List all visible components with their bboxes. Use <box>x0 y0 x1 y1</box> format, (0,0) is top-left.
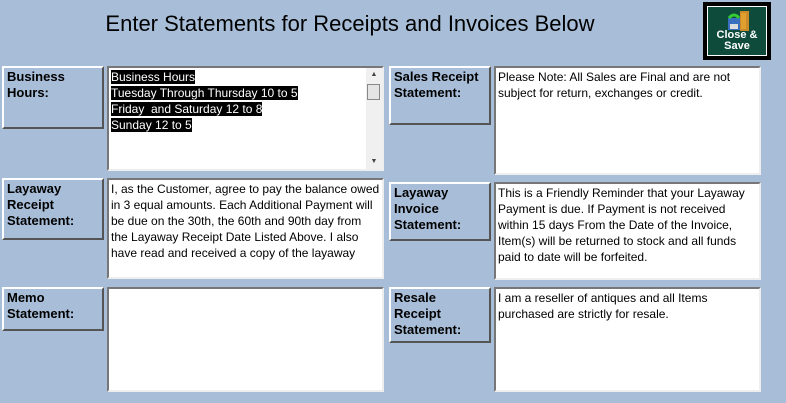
resale-receipt-textarea[interactable]: I am a reseller of antiques and all Item… <box>494 287 761 392</box>
page-title: Enter Statements for Receipts and Invoic… <box>105 11 595 36</box>
vertical-scrollbar[interactable]: ▲ ▼ <box>366 68 382 169</box>
text-line: Friday and Saturday 12 to 8 <box>111 102 263 116</box>
text-line: Tuesday Through Thursday 10 to 5 <box>111 86 298 100</box>
text-line: Business Hours <box>111 70 196 84</box>
close-save-button[interactable]: Close &Save <box>703 2 771 60</box>
text-line: Sunday 12 to 5 <box>111 118 192 132</box>
scroll-down-icon[interactable]: ▼ <box>370 158 378 165</box>
business-hours-textarea[interactable]: Business Hours Tuesday Through Thursday … <box>107 66 384 171</box>
memo-textarea[interactable] <box>107 287 384 392</box>
scroll-up-icon[interactable]: ▲ <box>370 71 378 78</box>
close-save-label: Close & <box>716 29 758 41</box>
layaway-invoice-label: Layaway Invoice Statement: <box>389 182 491 241</box>
sales-receipt-label: Sales Receipt Statement: <box>389 66 491 125</box>
sales-receipt-textarea[interactable]: Please Note: All Sales are Final and are… <box>494 66 761 175</box>
scroll-thumb[interactable] <box>367 84 380 100</box>
layaway-invoice-textarea[interactable]: This is a Friendly Reminder that your La… <box>494 182 761 280</box>
business-hours-label: Business Hours: <box>2 66 104 129</box>
memo-label: Memo Statement: <box>2 287 104 331</box>
resale-receipt-label: Resale Receipt Statement: <box>389 287 491 343</box>
save-door-icon <box>727 11 749 31</box>
layaway-receipt-textarea[interactable]: I, as the Customer, agree to pay the bal… <box>107 178 384 279</box>
close-save-label-2: Save <box>724 40 750 52</box>
layaway-receipt-label: Layaway Receipt Statement: <box>2 178 104 240</box>
